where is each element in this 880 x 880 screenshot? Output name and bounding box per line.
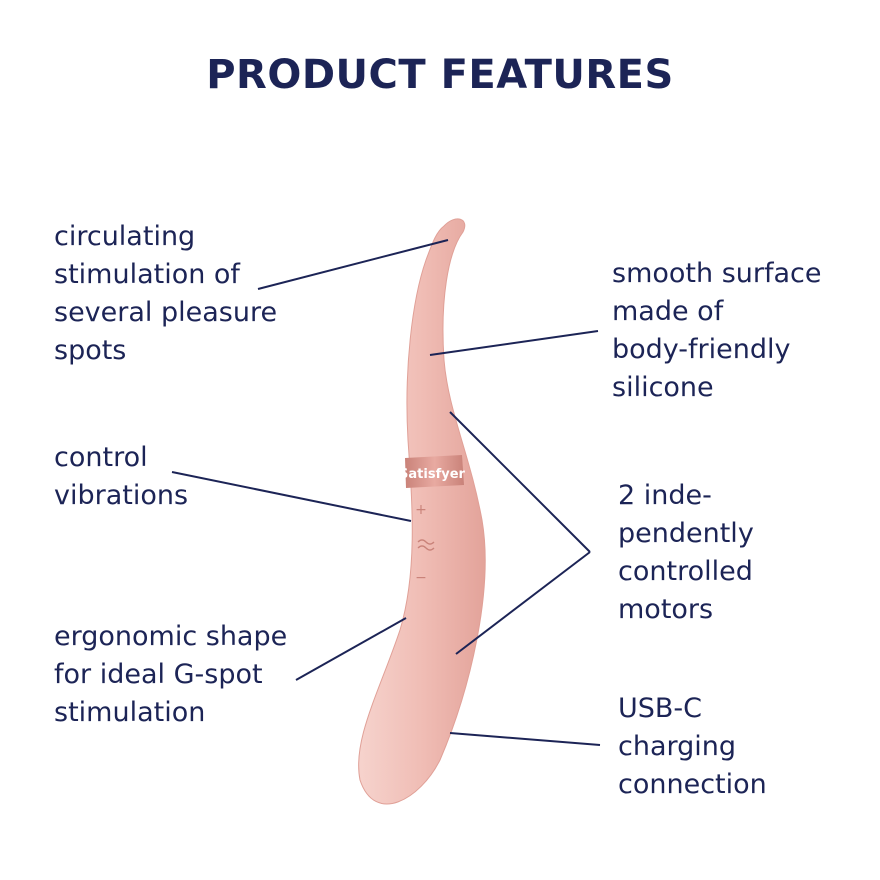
feature-ergonomic-shape: ergonomic shape for ideal G-spot stimula…: [54, 621, 288, 728]
mode-button-icon[interactable]: [417, 539, 435, 551]
brand-band: [405, 455, 464, 488]
leader-line-motor-top: [449, 411, 591, 553]
page-title: PRODUCT FEATURES: [206, 52, 674, 98]
feature-control-vibrations: control vibrations: [54, 442, 189, 511]
brand-logo: Satisfyer: [399, 467, 465, 482]
feature-circulating: circulating stimulation of several pleas…: [54, 221, 278, 366]
leader-line-control: [171, 471, 412, 522]
leader-line-usb: [449, 732, 601, 746]
leader-line-ergonomic: [295, 617, 407, 681]
leader-line-circulating: [257, 239, 449, 290]
minus-button[interactable]: −: [415, 570, 427, 586]
plus-button[interactable]: +: [415, 502, 427, 518]
feature-usb-c: USB-C charging connection: [618, 693, 767, 800]
leader-line-motor-bottom: [455, 551, 591, 655]
feature-smooth-surface: smooth surface made of body-friendly sil…: [612, 258, 822, 403]
feature-motors: 2 inde- pendently controlled motors: [618, 480, 754, 625]
vibrator-body: [358, 218, 486, 805]
leader-line-smooth: [429, 330, 599, 356]
